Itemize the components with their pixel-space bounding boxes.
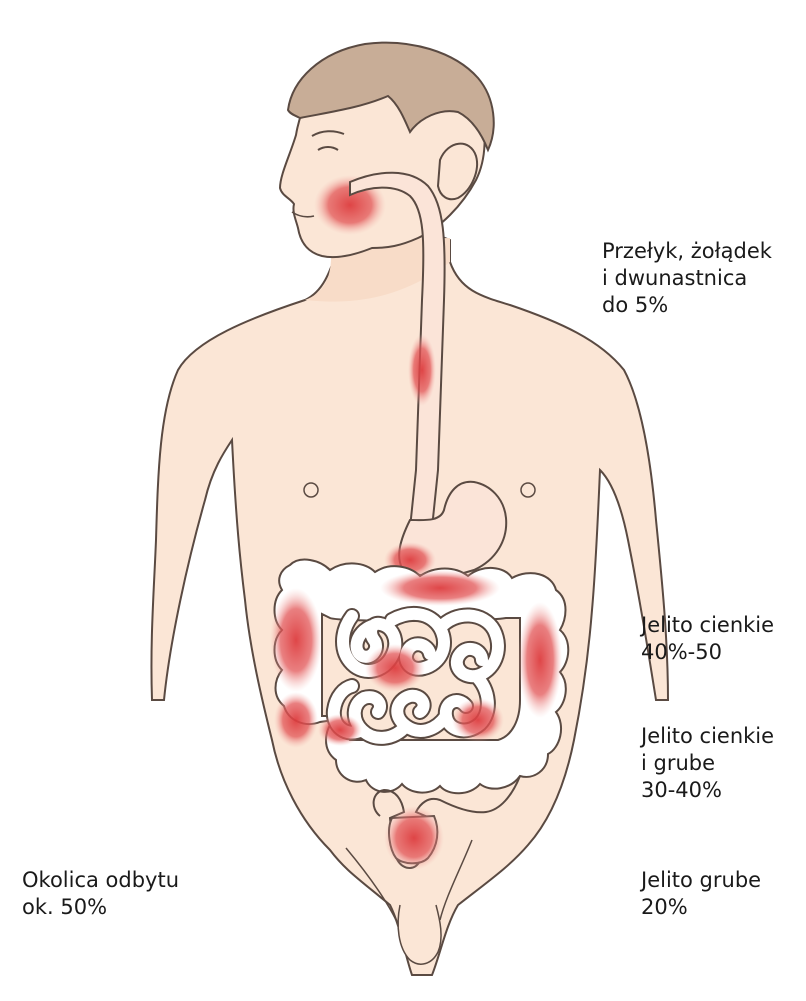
label-line: Jelito grube [641,867,761,894]
label-line: ok. 50% [22,894,179,921]
label-line: i grube [641,750,774,777]
label-line: Okolica odbytu [22,867,179,894]
label-line: 40%-50 [641,639,774,666]
label-line: 30-40% [641,777,774,804]
label-small-intestine: Jelito cienkie 40%-50 [641,612,774,666]
label-line: 20% [641,894,761,921]
label-large-intestine: Jelito grube 20% [641,867,761,921]
ascending-colon-inflammation [270,588,322,692]
nipple-left [304,483,318,497]
label-esophagus-stomach-duodenum: Przełyk, żołądek i dwunastnica do 5% [602,238,772,319]
small-intestine-inflammation [365,644,425,692]
ileum-inflammation [452,698,504,742]
descending-colon-inflammation [518,602,562,718]
nipple-right [521,483,535,497]
esophagus-inflammation [408,334,436,406]
transverse-colon-inflammation [380,570,500,606]
label-anal-region: Okolica odbytu ok. 50% [22,867,179,921]
label-line: Jelito cienkie [641,612,774,639]
ascending-colon-inflammation-lower [274,692,318,748]
label-line: Jelito cienkie [641,723,774,750]
label-small-and-large-intestine: Jelito cienkie i grube 30-40% [641,723,774,804]
label-line: Przełyk, żołądek [602,238,772,265]
genital-outline [398,905,441,964]
label-line: do 5% [602,292,772,319]
cecum-inflammation [318,714,362,746]
label-line: i dwunastnica [602,265,772,292]
ear [438,144,477,200]
rectum-inflammation [384,806,444,870]
